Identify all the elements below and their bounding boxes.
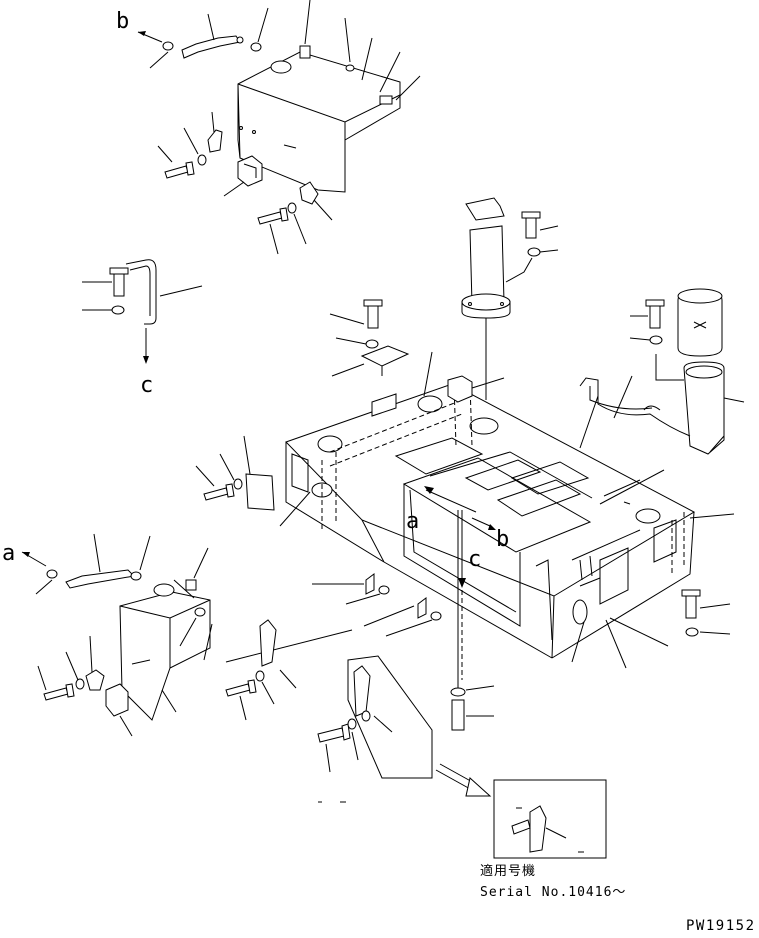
view-marker-b-top: b	[116, 9, 129, 34]
detail-inset	[317, 655, 607, 859]
view-marker-a-left: a	[2, 541, 15, 566]
top-cover-assembly	[137, 0, 421, 255]
side-cover-assembly	[21, 533, 213, 737]
applicable-serial-number: Serial No.10416～	[480, 885, 626, 900]
view-marker-b-center: b	[496, 527, 509, 552]
exhaust-stack	[461, 197, 559, 400]
applicable-serial-heading: 適用号機	[480, 863, 536, 879]
main-frame	[245, 345, 696, 659]
drawing-code: PW19152	[686, 918, 756, 933]
center-fasteners	[195, 299, 735, 731]
handle-assembly	[82, 259, 203, 364]
air-cleaner	[579, 288, 745, 505]
view-marker-a-center: a	[406, 509, 419, 534]
view-marker-c-center: c	[468, 547, 481, 572]
view-marker-c-left: c	[140, 373, 153, 398]
